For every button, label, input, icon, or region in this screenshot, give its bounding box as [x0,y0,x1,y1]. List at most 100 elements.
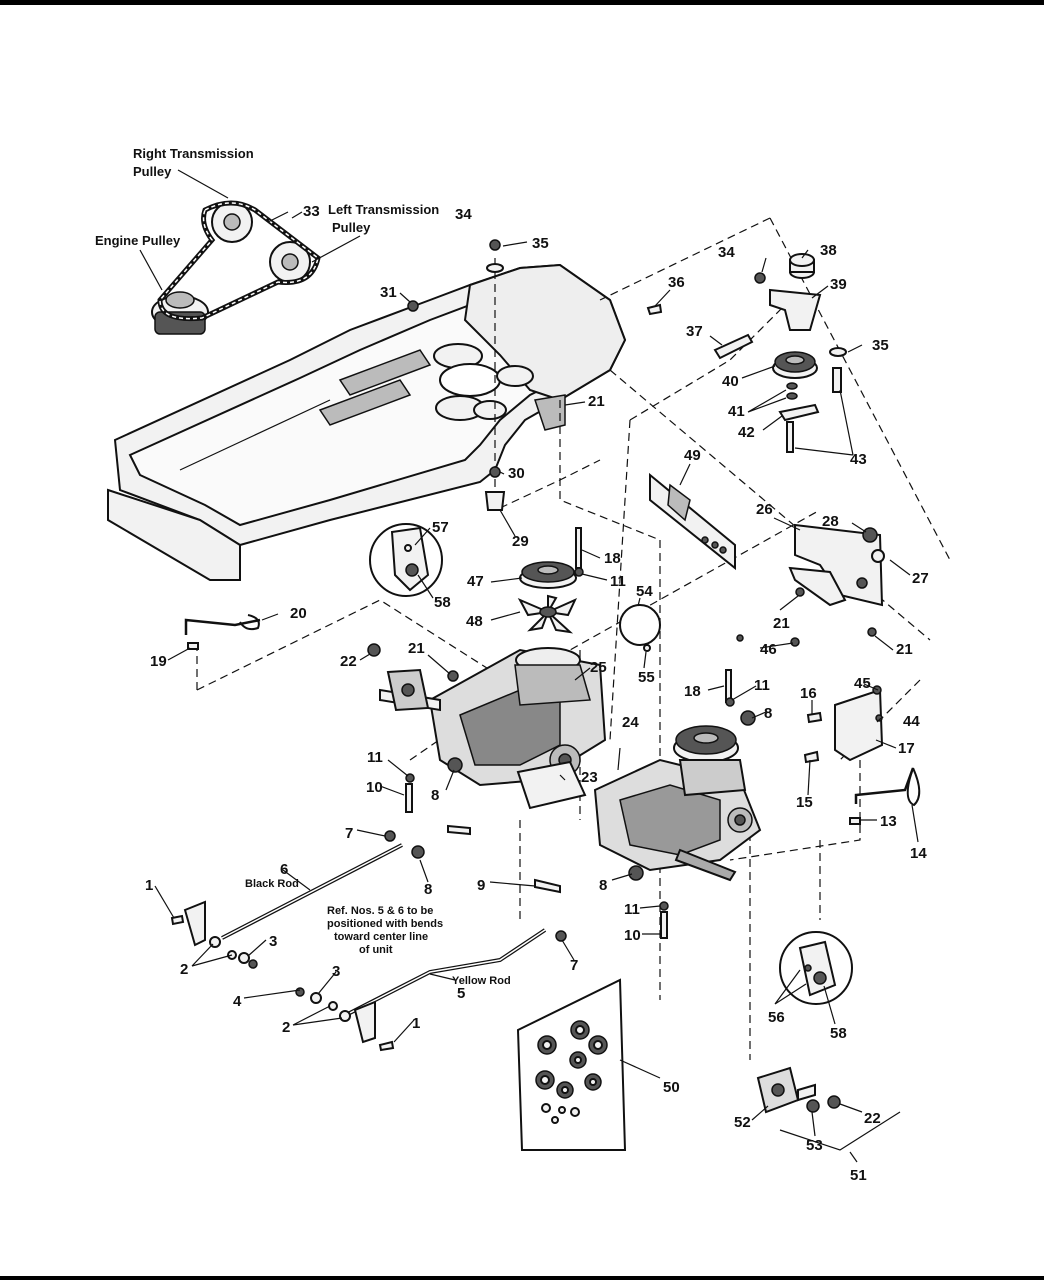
callout: 5 [457,985,465,1002]
idler-assembly [407,239,847,453]
callout: 57 [432,519,449,536]
engine-pulley-label: Engine Pulley [95,233,181,248]
right-transaxle [593,725,762,882]
callout: 54 [636,583,653,600]
callout: 3 [269,933,277,950]
callout: 22 [340,653,357,670]
callout: 21 [588,393,605,410]
callout: 2 [282,1019,290,1036]
callout: 13 [880,813,897,830]
bracket-21-upper [534,394,566,431]
callout: 41 [728,403,745,420]
callout: 9 [477,877,485,894]
frame-chassis [107,263,627,581]
callout: 8 [431,787,439,804]
plate-49 [649,472,736,571]
callout: 39 [830,276,847,293]
control-rods [170,830,567,1052]
left-transmission-pulley-label-2: Pulley [332,220,371,235]
left-transmission-pulley-label-1: Left Transmission [328,202,439,217]
callout: 11 [610,573,626,590]
callout: 11 [754,677,770,694]
callout: 38 [820,242,837,259]
black-rod-label: Black Rod [245,878,299,890]
callout: 21 [408,640,425,657]
callout: 58 [830,1025,847,1042]
callout: 4 [233,993,242,1010]
callout: 8 [599,877,607,894]
callout: 21 [773,615,790,632]
callout: 8 [764,705,772,722]
callout: 34 [455,206,472,223]
top-rule [0,0,1044,5]
callout: 47 [467,573,484,590]
bolt-18 [575,527,582,569]
callout: 51 [850,1167,867,1184]
callout: 8 [424,881,432,898]
callout: 33 [303,203,320,220]
callout: 49 [684,447,701,464]
callout: 25 [590,659,607,676]
bracket-23 [516,760,587,810]
right-transmission-pulley-label-1: Right Transmission [133,146,254,161]
callout: 16 [800,685,817,702]
callout: 58 [434,594,451,611]
callout: 1 [412,1015,420,1032]
callout: 1 [145,877,153,894]
callout: 42 [738,424,755,441]
drive-belt-assembly [151,200,321,335]
rod-note-line-4: of unit [359,944,393,956]
seal-kit-50 [516,978,627,1151]
callout: 20 [290,605,307,622]
callout: 17 [898,740,915,757]
callout: 45 [854,675,871,692]
callout: 14 [910,845,927,862]
plate-54 [619,604,661,646]
hub-assembly-51 [756,1066,901,1151]
callout: 27 [912,570,929,587]
callout: 10 [624,927,641,944]
callout: 21 [896,641,913,658]
left-transaxle [379,561,607,787]
callout: 44 [903,713,920,730]
callout: 50 [663,1079,680,1096]
callout: 34 [718,244,735,261]
bottom-rule [0,1276,1044,1280]
rod-note-line-3: toward center line [334,931,428,943]
right-transmission-pulley-label-2: Pulley [133,164,172,179]
callout: 35 [872,337,889,354]
yellow-rod-label: Yellow Rod [452,975,511,987]
callout: 46 [760,641,777,658]
callout: 22 [864,1110,881,1127]
callout: 36 [668,274,685,291]
callout: 19 [150,653,167,670]
bracket-26 [788,523,885,607]
callout: 30 [508,465,525,482]
callout: 3 [332,963,340,980]
callout: 55 [638,669,655,686]
callout: 7 [345,825,353,842]
callout: 40 [722,373,739,390]
callout: 7 [570,957,578,974]
callout: 53 [806,1137,823,1154]
callout: 6 [280,861,288,878]
rod-note-line-2: positioned with bends [327,918,443,930]
callout: 31 [380,284,397,301]
callout: 29 [512,533,529,550]
detail-inset-lower [779,931,853,1005]
callout: 26 [756,501,773,518]
callout: 52 [734,1114,751,1131]
callout: 18 [684,683,701,700]
callout: 35 [532,235,549,252]
rod-note-line-1: Ref. Nos. 5 & 6 to be [327,905,433,917]
callout: 43 [850,451,867,468]
callout: 56 [768,1009,785,1026]
callout: 11 [624,901,640,918]
callout: 48 [466,613,483,630]
callout: 37 [686,323,703,340]
bracket-17 [834,688,884,762]
callout: 11 [367,749,383,766]
callout: 2 [180,961,188,978]
callout: 10 [366,779,383,796]
